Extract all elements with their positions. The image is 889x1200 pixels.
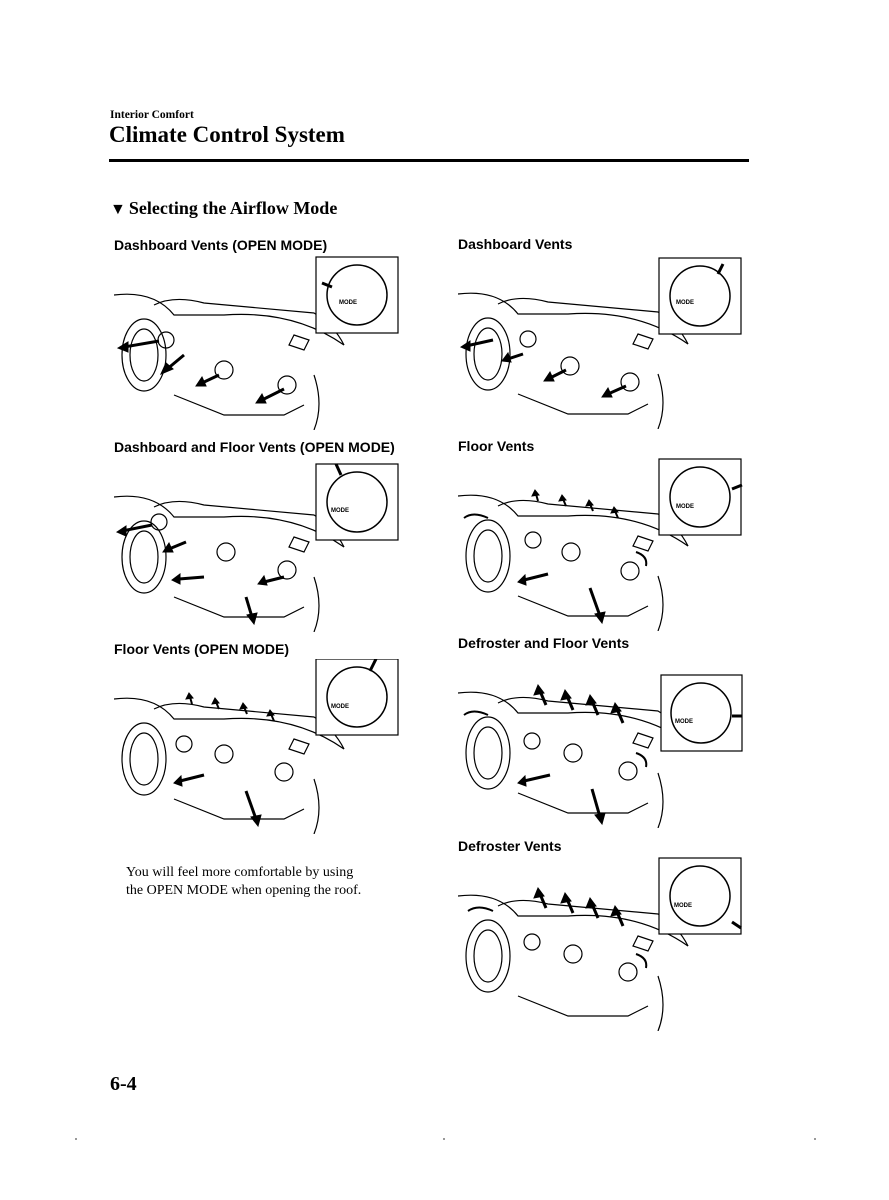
- figure-label: Dashboard and Floor Vents (OPEN MODE): [114, 439, 395, 455]
- mode-knob-inset: [316, 257, 398, 333]
- mode-knob-inset: [659, 858, 741, 934]
- figure-dashboard-vents-open-mode: Dashboard Vents (OPEN MODE) MODE: [114, 237, 414, 417]
- figure-defroster-vents: Defroster Vents MODE: [458, 838, 758, 1018]
- knob-mode-text: MODE: [339, 300, 357, 306]
- airflow-arrows: [468, 888, 646, 968]
- print-mark: [443, 1138, 445, 1140]
- page-number: 6-4: [110, 1073, 137, 1096]
- section-header: Interior Comfort: [110, 109, 194, 121]
- figure-floor-vents: Floor Vents MODE: [458, 438, 758, 618]
- dashboard-illustration: MODE: [458, 254, 748, 429]
- dashboard-illustration: MODE: [458, 653, 748, 828]
- mode-knob-inset: [316, 464, 398, 540]
- subheading-text: Selecting the Airflow Mode: [129, 198, 337, 218]
- mode-knob-inset: [661, 675, 742, 751]
- figure-label: Dashboard Vents: [458, 236, 572, 252]
- note-line: the OPEN MODE when opening the roof.: [126, 882, 361, 900]
- airflow-arrows: [461, 340, 626, 397]
- knob-mode-text: MODE: [331, 704, 349, 710]
- figure-label: Defroster and Floor Vents: [458, 635, 629, 651]
- knob-mode-text: MODE: [331, 508, 349, 514]
- title-rule: [109, 159, 749, 162]
- mode-knob-inset: [316, 659, 398, 735]
- page-title: Climate Control System: [109, 122, 345, 148]
- knob-mode-text: MODE: [676, 504, 694, 510]
- knob-mode-text: MODE: [674, 903, 692, 909]
- figure-label: Floor Vents (OPEN MODE): [114, 641, 289, 657]
- airflow-arrows: [464, 685, 646, 824]
- mode-knob-inset: [659, 258, 741, 334]
- open-mode-note: You will feel more comfortable by using …: [126, 864, 361, 900]
- figure-dashboard-floor-vents-open-mode: Dashboard and Floor Vents (OPEN MODE) MO…: [114, 439, 414, 619]
- figure-floor-vents-open-mode: Floor Vents (OPEN MODE) MODE: [114, 641, 414, 821]
- knob-mode-text: MODE: [676, 300, 694, 306]
- airflow-arrows: [118, 341, 284, 403]
- figure-label: Dashboard Vents (OPEN MODE): [114, 237, 327, 253]
- dashboard-illustration: MODE: [114, 659, 404, 834]
- dashboard-illustration: MODE: [114, 255, 404, 430]
- airflow-arrows: [117, 525, 284, 624]
- mode-knob-inset: [659, 459, 741, 535]
- triangle-marker-icon: ▼: [110, 201, 126, 218]
- knob-mode-text: MODE: [675, 719, 693, 725]
- dashboard-illustration: MODE: [458, 456, 748, 631]
- print-mark: [814, 1138, 816, 1140]
- note-line: You will feel more comfortable by using: [126, 864, 361, 882]
- figure-label: Defroster Vents: [458, 838, 561, 854]
- dashboard-illustration: MODE: [114, 457, 404, 632]
- airflow-arrows: [174, 693, 274, 826]
- print-mark: [75, 1138, 77, 1140]
- subheading: ▼Selecting the Airflow Mode: [110, 198, 337, 219]
- dashboard-illustration: MODE: [458, 856, 748, 1031]
- figure-dashboard-vents: Dashboard Vents MODE: [458, 236, 758, 416]
- figure-defroster-floor-vents: Defroster and Floor Vents MODE: [458, 635, 758, 815]
- figure-label: Floor Vents: [458, 438, 534, 454]
